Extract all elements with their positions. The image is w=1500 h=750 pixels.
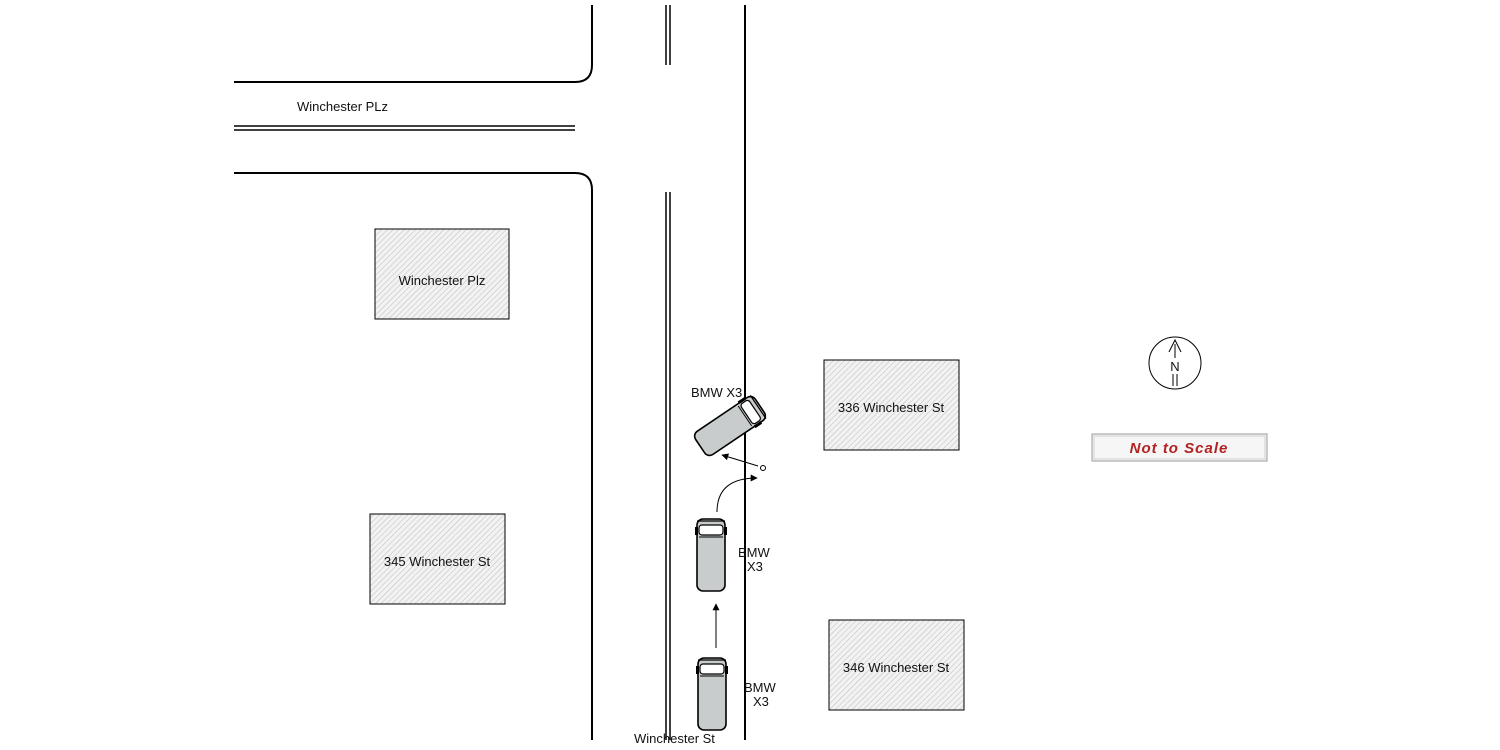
- movement-arrows: [712, 453, 766, 648]
- building-label: Winchester Plz: [399, 273, 486, 288]
- building-label: 336 Winchester St: [838, 400, 945, 415]
- not-to-scale-text: Not to Scale: [1130, 440, 1229, 457]
- building-winchester-plz: Winchester Plz: [374, 228, 510, 320]
- not-to-scale-badge: Not to Scale: [1091, 433, 1268, 462]
- building-336-winchester: 336 Winchester St: [823, 359, 960, 451]
- vehicle-mid: [694, 518, 728, 592]
- cross-street-south-curb: [234, 172, 593, 740]
- vehicle-mid-label-line2: X3: [747, 559, 763, 574]
- vehicle-bottom-label-line1: BMW: [744, 680, 777, 695]
- vehicle-mid-label-line1: BMW: [738, 545, 771, 560]
- road-lines: [234, 5, 746, 740]
- impact-arrow: [721, 453, 759, 467]
- main-street-label: Winchester St: [634, 731, 715, 746]
- vehicle-bottom: [695, 657, 729, 731]
- cross-street-label: Winchester PLz: [297, 99, 388, 114]
- building-label: 346 Winchester St: [843, 660, 950, 675]
- impact-point: [760, 465, 766, 471]
- cross-street-north-curb: [234, 5, 593, 83]
- swerve-arrow: [716, 474, 758, 513]
- vehicle-rotated-label: BMW X3: [691, 385, 742, 400]
- building-345-winchester: 345 Winchester St: [369, 513, 506, 605]
- building-346-winchester: 346 Winchester St: [828, 619, 965, 711]
- vehicle-rotated: [690, 391, 770, 461]
- compass-letter: N: [1170, 359, 1179, 374]
- north-arrow-icon: N: [1148, 336, 1202, 390]
- vehicle-bottom-label-line2: X3: [753, 694, 769, 709]
- building-label: 345 Winchester St: [384, 554, 491, 569]
